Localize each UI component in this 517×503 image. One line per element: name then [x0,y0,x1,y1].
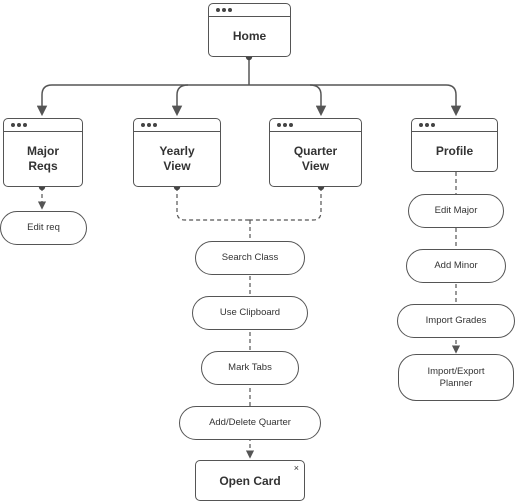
profile-window[interactable]: Profile [411,118,498,172]
yearly-view-merge [176,187,249,221]
window-dots-icon [216,8,232,12]
branch-yearly-view [171,84,189,117]
mark-tabs-button[interactable]: Mark Tabs [201,351,299,385]
branch-profile [445,84,462,117]
use-clipboard-button[interactable]: Use Clipboard [192,296,308,330]
import-export-planner-button[interactable]: Import/Export Planner [398,354,514,401]
quarter-view-title: Quarter View [293,144,338,173]
search-class-button[interactable]: Search Class [195,241,305,275]
close-icon[interactable]: × [293,463,299,473]
window-dots-icon [141,123,157,127]
profile-title: Profile [435,144,474,158]
edit-req-button[interactable]: Edit req [0,211,87,245]
quarter-view-window[interactable]: Quarter View [269,118,362,187]
window-dots-icon [277,123,293,127]
home-window[interactable]: Home [208,3,291,57]
import-grades-button[interactable]: Import Grades [397,304,515,338]
yearly-view-window[interactable]: Yearly View [133,118,221,187]
open-card-label: Open Card [219,473,281,488]
yearly-view-title: Yearly View [159,144,195,173]
add-delete-quarter-button[interactable]: Add/Delete Quarter [179,406,321,440]
open-card[interactable]: Open Card × [195,460,305,501]
quarter-view-merge [249,187,322,221]
major-reqs-window[interactable]: Major Reqs [3,118,83,187]
add-minor-button[interactable]: Add Minor [406,249,506,283]
branch-major-reqs [36,84,53,117]
home-title: Home [232,29,267,43]
window-dots-icon [419,123,435,127]
edit-major-button[interactable]: Edit Major [408,194,504,228]
branch-quarter-view [309,84,327,117]
window-dots-icon [11,123,27,127]
major-reqs-title: Major Reqs [26,144,59,173]
